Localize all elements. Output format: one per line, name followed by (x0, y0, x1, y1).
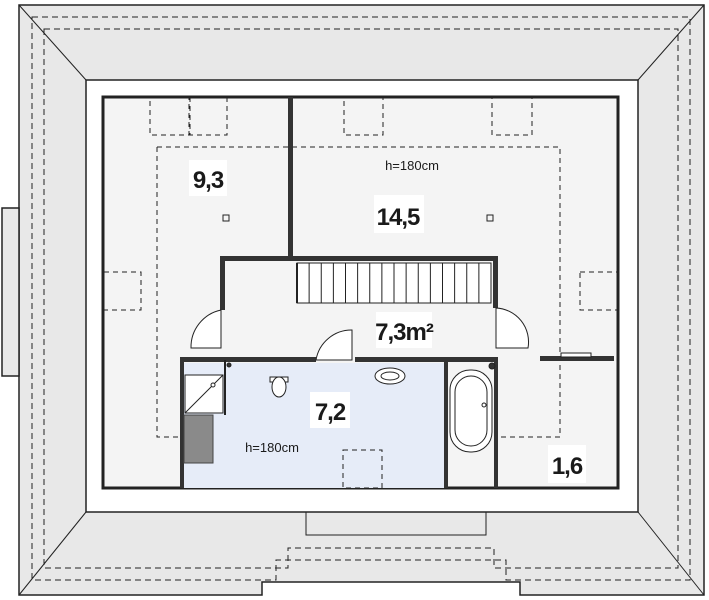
toilet-icon (271, 376, 287, 398)
height-line (157, 146, 561, 438)
wall-bath-north-west (180, 357, 316, 362)
hip-line-nw (18, 4, 87, 81)
door-bath-swing (315, 329, 353, 361)
roof-window-3 (343, 97, 384, 136)
roof-window-1 (149, 97, 190, 136)
hip-line-ne (637, 4, 705, 81)
vent-marker-1 (222, 214, 230, 222)
height-note-top: h=180cm (385, 158, 439, 173)
riser-icon-2 (226, 362, 232, 368)
stair-treads (308, 263, 480, 303)
label-box-storage (548, 445, 586, 483)
bathroom-area: 7,2 (315, 399, 346, 426)
label-box-bathroom (310, 392, 350, 428)
shower-diagonal (184, 374, 224, 414)
riser-icon (488, 362, 496, 370)
wall-tub-east (494, 357, 498, 488)
wall-bath-east (444, 357, 448, 488)
eave-dashed-inner (43, 28, 679, 569)
roof-window-6 (579, 271, 618, 311)
height-line-west (156, 147, 183, 438)
roof-window-4 (491, 97, 533, 136)
label-box-room-n (374, 195, 424, 233)
vent-marker-2 (486, 214, 494, 222)
eave-dashed-outer (31, 16, 691, 581)
label-box-room-nw (189, 160, 227, 196)
hip-line-se (637, 511, 705, 596)
washbasin-bowl (380, 371, 400, 381)
height-note-bath: h=180cm (245, 440, 299, 455)
wall-north-partition (288, 97, 293, 259)
chimney (183, 414, 214, 464)
room-nw-area: 9,3 (193, 167, 224, 194)
wall-bath-west (180, 357, 184, 488)
hall-area: 7,3m² (375, 319, 434, 346)
roof-window-2 (189, 97, 228, 136)
storage-area: 1,6 (552, 453, 583, 480)
building (85, 79, 639, 513)
roof-window-5 (103, 271, 142, 311)
staircase (296, 262, 492, 304)
doors (190, 307, 530, 361)
wall-hall-west (220, 256, 225, 310)
dormer-step (305, 512, 487, 536)
door-east-swing (495, 307, 530, 349)
knee-wall-lines (103, 97, 618, 489)
wall-storage-stub (540, 356, 614, 361)
markers (222, 214, 592, 358)
room-n-area: 14,5 (377, 204, 420, 231)
hip-line-sw (18, 511, 87, 596)
wall-hall-north (220, 256, 498, 261)
door-west-swing (190, 309, 222, 349)
wall-bath-north-east (355, 357, 498, 362)
gable-ledge (1, 207, 20, 377)
shower-drain-icon (210, 382, 216, 388)
bathroom-fixtures (184, 360, 496, 453)
bathtub-drain-icon (481, 402, 487, 408)
roof-window-7 (342, 449, 383, 489)
wall-hall-east (493, 256, 498, 308)
bathtub-inner (454, 375, 488, 447)
area-labels: 9,3 14,5 7,3m² 7,2 1,6 h=180cm h=180cm (189, 158, 586, 483)
label-box-hall (376, 312, 432, 348)
interior-walls (180, 97, 614, 488)
radiator-marker (560, 352, 592, 358)
